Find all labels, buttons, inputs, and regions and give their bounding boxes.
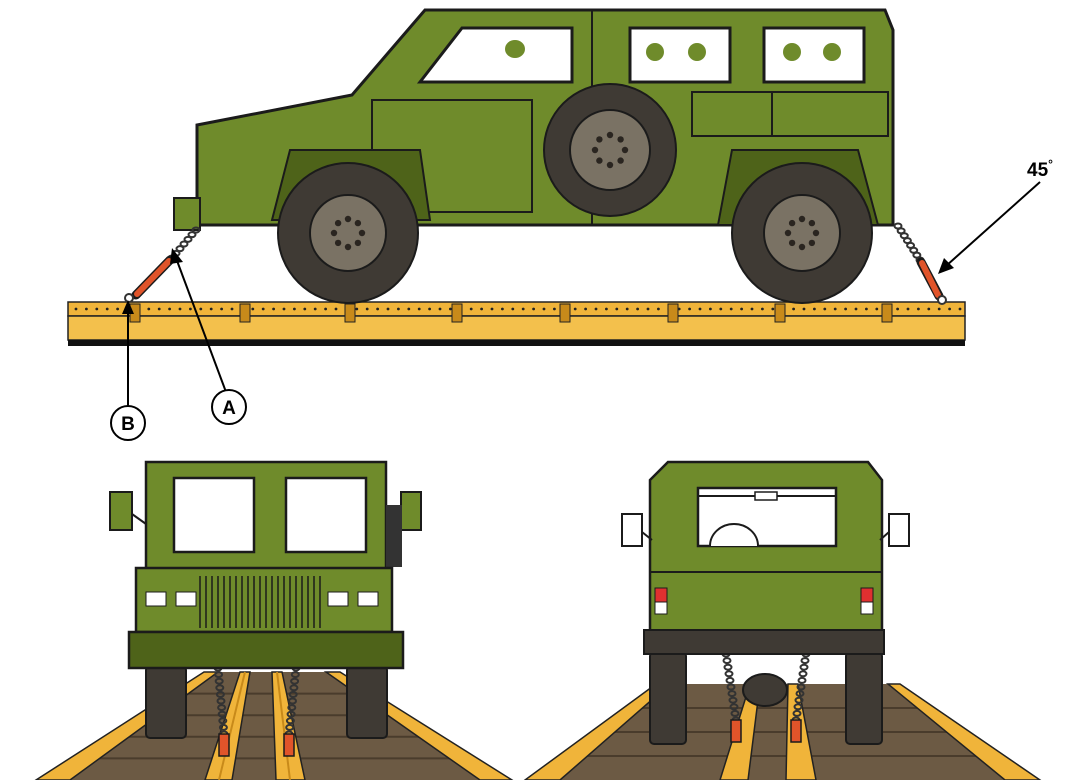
front-view-body xyxy=(110,462,421,668)
angle-unit: ° xyxy=(1048,157,1053,171)
rear-wheel xyxy=(732,163,872,303)
svg-text:45°: 45° xyxy=(1027,157,1053,181)
angle-indicator: 45° xyxy=(938,157,1053,274)
rear-view-body xyxy=(622,462,909,654)
rear-view-right-tire xyxy=(846,652,882,744)
side-view: A B 45° xyxy=(68,10,1053,440)
rear-view-left-tire xyxy=(650,652,686,744)
callout-b-label: B xyxy=(121,414,135,435)
rear-view xyxy=(525,462,1040,780)
callout-a-label: A xyxy=(222,398,236,419)
front-view-rails xyxy=(36,672,512,780)
side-windows xyxy=(420,28,864,82)
front-view xyxy=(36,462,512,780)
flatcar-deck xyxy=(68,302,965,346)
rear-tie-down-chain xyxy=(895,224,947,305)
spare-tire xyxy=(544,84,676,216)
angle-value: 45 xyxy=(1027,160,1049,181)
front-view-left-tire xyxy=(146,666,186,738)
front-view-right-tire xyxy=(347,666,387,738)
front-wheel xyxy=(278,163,418,303)
